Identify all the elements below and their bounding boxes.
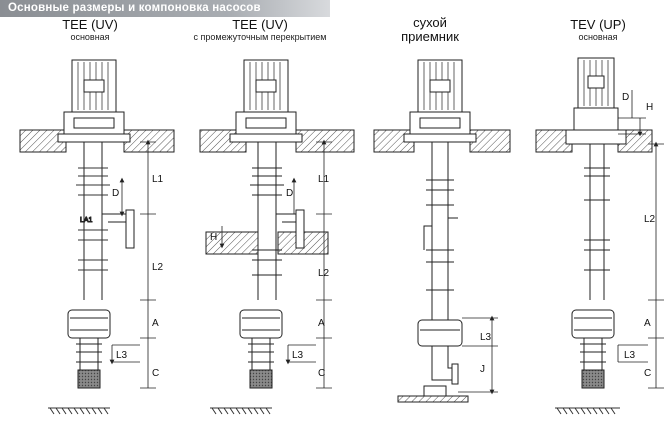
floor-slab (123, 129, 175, 153)
discharge-head (565, 129, 627, 145)
support-foot (423, 385, 447, 397)
dim-label-c: C (644, 368, 651, 379)
pump-1-dim-labels: L1 L2 A L3 C D (112, 174, 164, 379)
column-title-tee-uv-intermediate: TEE (UV) с промежуточным перекрытием (170, 18, 350, 43)
column-pipe (431, 142, 449, 320)
dim-label-l2: L2 (644, 214, 656, 225)
pump-model-label: TEV (UP) (570, 17, 626, 32)
section-banner: Основные размеры и компоновка насосов (0, 0, 330, 17)
pump-3-dimensions (458, 318, 498, 392)
base-plate (57, 133, 131, 143)
pump-variant-label: основная (70, 32, 110, 42)
pump-2-dim-labels: L1 L2 A L3 C D H (210, 174, 330, 379)
dim-label-l1: L1 (318, 174, 330, 185)
pump-casing (67, 309, 111, 339)
pump-4-dimensions (617, 90, 664, 389)
column-title-tev-up: TEV (UP) основная (548, 18, 648, 43)
pump-3-dim-labels: L3 J (480, 332, 492, 375)
motor-terminal-box (255, 79, 277, 93)
pump-4-drawing (535, 57, 653, 389)
dim-label-l1: L1 (152, 174, 164, 185)
dim-label-a: A (152, 318, 159, 329)
ground-hatching (48, 407, 620, 415)
pump-1-dimensions (112, 142, 156, 389)
suction-elbow (431, 346, 452, 381)
mounting-flange (235, 111, 297, 135)
dim-label-h: H (646, 102, 653, 113)
dim-label-l2: L2 (318, 268, 330, 279)
dim-label-c: C (318, 368, 325, 379)
pump-2-drawing (199, 59, 355, 389)
suction-pipe (79, 338, 99, 370)
dim-label-j: J (480, 364, 485, 375)
dim-label-h: H (210, 232, 217, 243)
pump-casing (239, 309, 283, 339)
dim-label-c: C (152, 368, 159, 379)
motor-terminal-box (429, 79, 451, 93)
pump-casing (571, 309, 615, 339)
pump-3-drawing (373, 59, 511, 403)
pump-model-label: TEE (UV) (62, 17, 118, 32)
dim-label-l2: L2 (152, 262, 164, 273)
pump-4-dim-labels: D H L2 A L3 C (622, 92, 656, 379)
suction-strainer (77, 369, 101, 389)
dim-label-l3: L3 (624, 350, 636, 361)
column-pipe (589, 144, 605, 300)
dry-sump-label-line1: сухой (413, 15, 447, 30)
motor-terminal-box (587, 75, 605, 89)
suction-strainer (581, 369, 605, 389)
floor-slab (295, 129, 355, 153)
pump-variant-label: с промежуточным перекрытием (193, 32, 327, 42)
dim-label-l3: L3 (480, 332, 492, 343)
dim-label-l3: L3 (116, 350, 128, 361)
column-title-tee-uv: TEE (UV) основная (40, 18, 140, 43)
pump-model-label: TEE (UV) (232, 17, 288, 32)
dim-label-a: A (318, 318, 325, 329)
dim-label-l3: L3 (292, 350, 304, 361)
dim-label-d: D (622, 92, 629, 103)
suction-strainer (249, 369, 273, 389)
column-pipe (257, 142, 277, 300)
discharge-pipe (423, 217, 458, 250)
mounting-flange (409, 111, 471, 135)
motor-terminal-box (83, 79, 105, 93)
base-plate (229, 133, 303, 143)
base-plate (403, 133, 477, 143)
banner-title: Основные размеры и компоновка насосов (8, 2, 261, 14)
dim-label-d: D (286, 188, 293, 199)
pump-variant-label: основная (578, 32, 618, 42)
pump-1-drawing: LA1 (19, 59, 175, 389)
column-title-dry-sump: сухой приемник (380, 16, 480, 44)
pump-casing (417, 319, 463, 347)
pump-2-dimensions (222, 142, 332, 389)
dim-label-a: A (644, 318, 651, 329)
mounting-flange (63, 111, 125, 135)
suction-pipe (251, 338, 271, 370)
floor-slab (397, 395, 469, 403)
dim-label-d: D (112, 188, 119, 199)
mounting-flange (573, 107, 619, 131)
dry-sump-label-line2: приемник (401, 29, 459, 44)
suction-pipe (583, 338, 603, 370)
flange-label: LA1 (80, 217, 93, 224)
